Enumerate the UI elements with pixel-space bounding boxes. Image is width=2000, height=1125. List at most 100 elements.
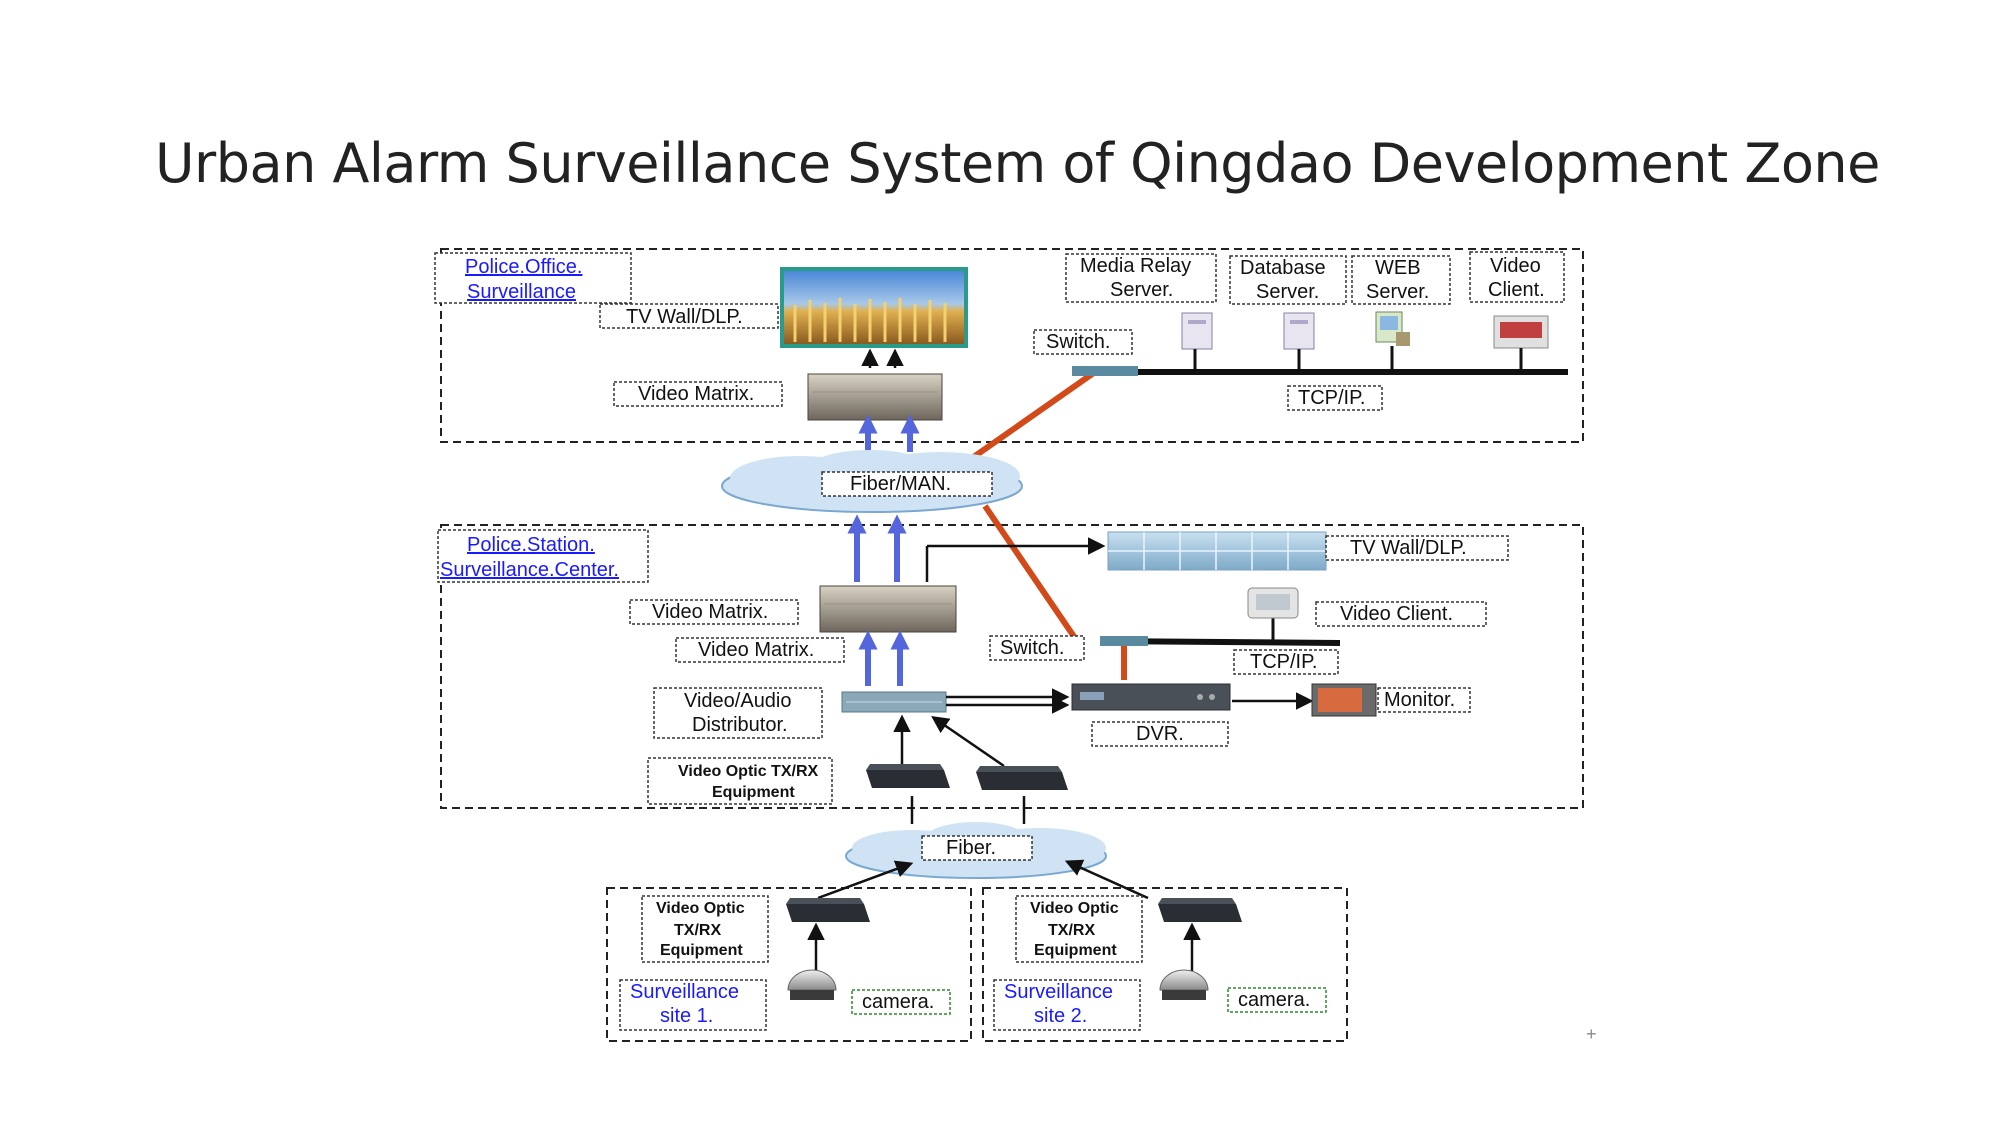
svg-text:Video Optic: Video Optic <box>656 900 745 917</box>
svg-text:Switch.: Switch. <box>1046 331 1110 353</box>
svg-text:Server.: Server. <box>1110 279 1173 301</box>
dvr-icon <box>1071 683 1231 711</box>
video-matrix-mid-label-2: Video Matrix. <box>675 637 845 663</box>
svg-text:Surveillance.Center.: Surveillance.Center. <box>440 559 619 581</box>
svg-text:Surveillance: Surveillance <box>630 981 739 1003</box>
svg-text:Server.: Server. <box>1256 281 1319 303</box>
optic-site1-icon <box>786 898 870 922</box>
svg-text:Server.: Server. <box>1366 281 1429 303</box>
svg-text:TV Wall/DLP.: TV Wall/DLP. <box>1350 537 1467 559</box>
camera1-label: camera. <box>851 989 951 1015</box>
police-station-label: Police.Station. Surveillance.Center. <box>437 529 649 583</box>
svg-text:Police.Station.: Police.Station. <box>467 534 595 556</box>
svg-text:Video Matrix.: Video Matrix. <box>652 601 768 623</box>
optic-site2-label: Video Optic TX/RX Equipment <box>1015 895 1143 963</box>
fiber-label: Fiber. <box>921 835 1033 861</box>
svg-text:TCP/IP.: TCP/IP. <box>1298 387 1365 409</box>
svg-text:Fiber/MAN.: Fiber/MAN. <box>850 473 951 495</box>
svg-text:Equipment: Equipment <box>660 942 743 959</box>
monitor-icon <box>1311 683 1377 717</box>
video-matrix-top-label: Video Matrix. <box>613 381 783 407</box>
database-server-icon <box>1283 312 1315 350</box>
svg-text:Database: Database <box>1240 257 1326 279</box>
svg-text:Monitor.: Monitor. <box>1384 689 1455 711</box>
distributor-label: Video/Audio Distributor. <box>653 687 823 739</box>
svg-text:Distributor.: Distributor. <box>692 714 788 736</box>
site1-label: Surveillance site 1. <box>619 979 767 1031</box>
svg-text:Client.: Client. <box>1488 279 1545 301</box>
site2-label: Surveillance site 2. <box>993 979 1141 1031</box>
svg-text:Switch.: Switch. <box>1000 637 1064 659</box>
site1-zone <box>606 887 972 1042</box>
site2-zone <box>982 887 1348 1042</box>
video-client-mid-label: Video Client. <box>1315 601 1487 627</box>
media-relay-label: Media Relay Server. <box>1065 253 1217 303</box>
distributor-icon <box>841 691 947 713</box>
police-office-label: Police.Office. Surveillance <box>434 252 632 304</box>
svg-text:Video Matrix.: Video Matrix. <box>698 639 814 661</box>
svg-text:camera.: camera. <box>1238 989 1310 1011</box>
camera2-label: camera. <box>1227 987 1327 1013</box>
switch-top-icon <box>1072 366 1138 376</box>
svg-text:DVR.: DVR. <box>1136 723 1184 745</box>
svg-text:TCP/IP.: TCP/IP. <box>1250 651 1317 673</box>
tv-wall-mid <box>1107 531 1327 571</box>
svg-text:Surveillance: Surveillance <box>467 281 576 303</box>
svg-text:Video Optic: Video Optic <box>1030 900 1119 917</box>
tv-wall-mid-label: TV Wall/DLP. <box>1325 535 1509 561</box>
svg-text:Equipment: Equipment <box>1034 942 1117 959</box>
database-label: Database Server. <box>1229 255 1347 305</box>
optic-site1-label: Video Optic TX/RX Equipment <box>641 895 769 963</box>
fiber-man-label: Fiber/MAN. <box>821 471 993 497</box>
tv-wall-top-label: TV Wall/DLP. <box>599 303 779 329</box>
svg-text:Fiber.: Fiber. <box>946 837 996 859</box>
video-client-top-label: Video Client. <box>1469 251 1565 303</box>
svg-text:TX/RX: TX/RX <box>1048 922 1095 939</box>
police-office-zone <box>440 248 1584 443</box>
svg-text:site 1.: site 1. <box>660 1005 713 1027</box>
web-label: WEB Server. <box>1351 255 1451 305</box>
page-title: Urban Alarm Surveillance System of Qingd… <box>155 132 1880 195</box>
monitor-label: Monitor. <box>1377 687 1471 713</box>
media-relay-server-icon <box>1181 312 1213 350</box>
optic-site2-icon <box>1158 898 1242 922</box>
svg-text:Video/Audio: Video/Audio <box>684 690 792 712</box>
svg-text:Video: Video <box>1490 255 1541 277</box>
tv-wall-top <box>780 267 968 348</box>
video-matrix-mid-label-1: Video Matrix. <box>629 599 799 625</box>
svg-text:Police.Office.: Police.Office. <box>465 256 582 278</box>
optic-mid-label: Video Optic TX/RX Equipment <box>647 757 833 805</box>
svg-text:Video Matrix.: Video Matrix. <box>638 383 754 405</box>
svg-text:Surveillance: Surveillance <box>1004 981 1113 1003</box>
svg-text:Video Optic TX/RX: Video Optic TX/RX <box>678 763 819 780</box>
switch-top-label: Switch. <box>1033 329 1133 355</box>
arrow-optic-dist-2 <box>931 716 1005 768</box>
video-matrix-mid <box>819 585 957 633</box>
svg-text:Video Client.: Video Client. <box>1340 603 1453 625</box>
video-client-top-icon <box>1493 315 1549 349</box>
svg-text:TV Wall/DLP.: TV Wall/DLP. <box>626 306 743 328</box>
svg-text:Equipment: Equipment <box>712 784 795 801</box>
arrow-optic2-fiber <box>1064 859 1149 900</box>
web-server-icon <box>1375 311 1410 346</box>
tcpip-mid-label: TCP/IP. <box>1233 649 1339 675</box>
svg-text:site 2.: site 2. <box>1034 1005 1087 1027</box>
svg-text:WEB: WEB <box>1375 257 1421 279</box>
red-link-top <box>963 369 1097 466</box>
svg-text:TX/RX: TX/RX <box>674 922 721 939</box>
optic-mid-icon-1 <box>866 764 950 788</box>
dvr-label: DVR. <box>1091 721 1229 747</box>
cursor-mark: + <box>1586 1024 1597 1044</box>
video-client-mid-icon <box>1247 587 1299 619</box>
arrow-optic1-fiber <box>817 860 914 900</box>
switch-mid-label: Switch. <box>989 635 1085 661</box>
tcpip-top-label: TCP/IP. <box>1287 385 1383 411</box>
camera2-icon <box>1159 969 1209 1000</box>
switch-mid-icon <box>1100 636 1148 646</box>
police-station-zone <box>440 524 1584 809</box>
svg-text:Media Relay: Media Relay <box>1080 255 1191 277</box>
optic-mid-icon-2 <box>976 766 1068 790</box>
camera1-icon <box>787 969 837 1000</box>
red-link-mid <box>982 504 1080 643</box>
